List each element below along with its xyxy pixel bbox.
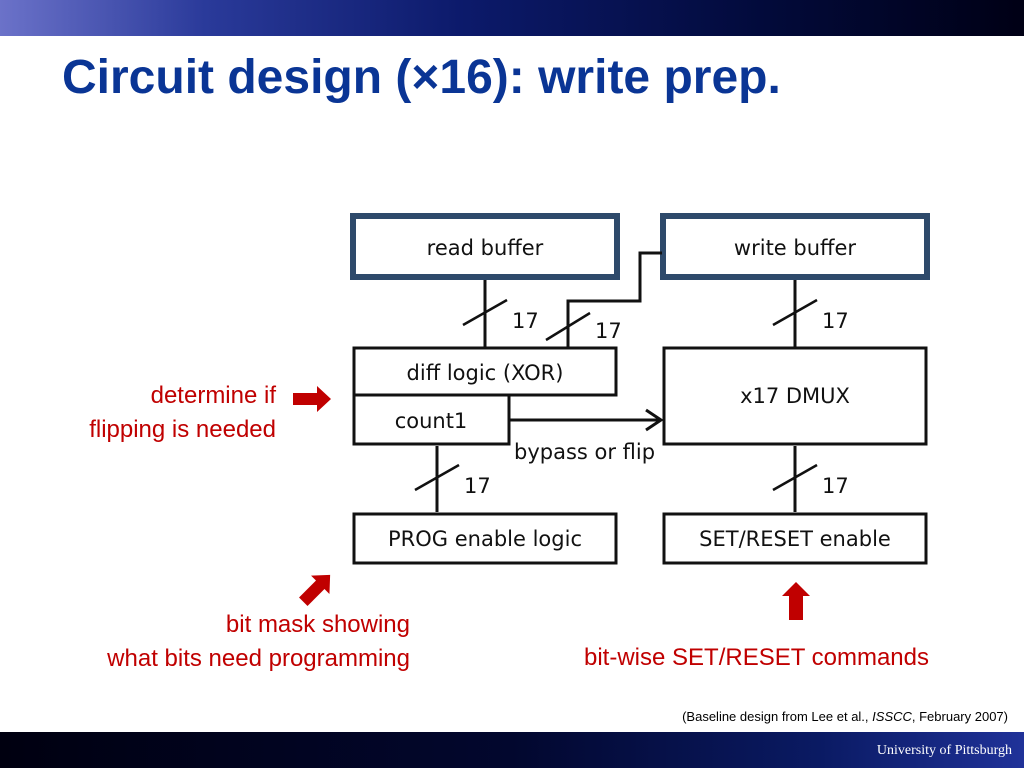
write-buffer-box [660,213,930,280]
read-buffer-box [350,213,620,280]
setreset-annotation: bit-wise SET/RESET commands [584,644,929,671]
read-buffer-label: read buffer [427,236,544,260]
count1-box [352,393,511,446]
dmux-label: x17 DMUX [740,384,850,408]
citation: (Baseline design from Lee et al., ISSCC,… [682,709,1008,724]
citation-venue: ISSCC [872,709,912,724]
top-banner [0,0,1024,36]
mask-annotation-line1: bit mask showing [225,611,410,638]
set-reset-enable-label: SET/RESET enable [699,527,891,551]
flip-annotation-line1: determine if [150,382,276,409]
write-buffer-label: write buffer [734,236,857,260]
bus-write-to-diff [566,251,662,347]
arrowhead [645,408,664,432]
set-reset-enable-box [662,512,928,565]
dmux-box [662,346,928,446]
mask-annotation: bit mask showing what bits need programm… [107,608,410,676]
bottom-banner: University of Pittsburgh [0,732,1024,768]
mask-annotation-line2: what bits need programming [107,645,410,672]
diagonal-arrow-icon [299,574,331,606]
prog-enable-label: PROG enable logic [388,527,582,551]
bus-width-label: 17 [822,309,849,333]
flip-annotation-line2: flipping is needed [89,416,276,443]
up-arrow-icon [782,582,810,620]
count1-label: count1 [395,409,468,433]
citation-prefix: (Baseline design from Lee et al., [682,709,873,724]
bus-width-label: 17 [595,319,622,343]
bus-slash [462,298,508,327]
footer-university: University of Pittsburgh [876,743,1012,758]
bus-slash [772,463,818,492]
citation-suffix: , February 2007) [911,709,1008,724]
bus-slash [545,311,591,342]
diff-logic-label: diff logic (XOR) [407,361,564,385]
bus-slash [414,463,460,492]
prog-enable-box [352,512,618,565]
bus-slash [772,298,818,327]
bypass-flip-label: bypass or flip [514,440,655,464]
flip-annotation: determine if flipping is needed [89,379,276,447]
bus-width-label: 17 [512,309,539,333]
right-arrow-icon [293,386,331,412]
bus-width-label: 17 [822,474,849,498]
slide-title: Circuit design (×16): write prep. [62,51,781,104]
bus-width-label: 17 [464,474,491,498]
